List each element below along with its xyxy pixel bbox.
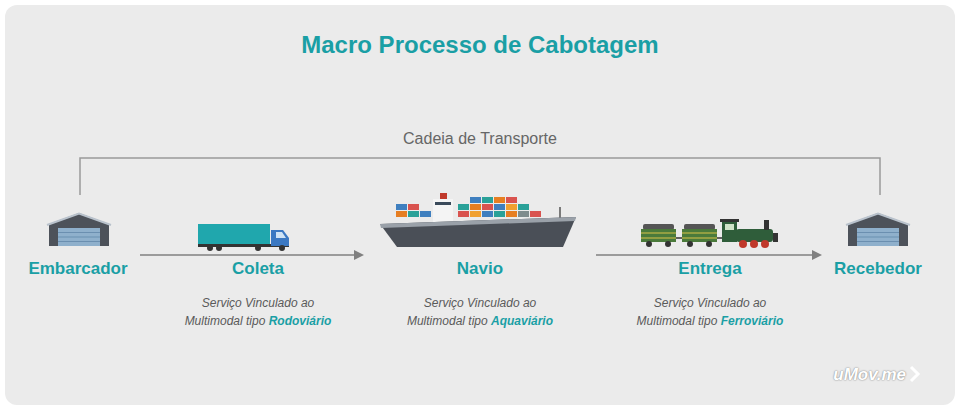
step-name: Navio (457, 258, 503, 280)
ship-icon-part (506, 204, 517, 210)
truck-icon-part (198, 224, 270, 244)
ship-icon-part (506, 197, 517, 203)
ship-icon-part (380, 217, 576, 228)
arrow-line (140, 254, 356, 256)
mode-name: Aquaviário (491, 314, 553, 328)
ship-icon (380, 193, 576, 247)
step-name: Entrega (678, 258, 741, 280)
truck-icon-part (255, 245, 261, 251)
chain-bracket (80, 158, 880, 195)
train-icon-part (641, 229, 676, 242)
ship-icon-part (470, 204, 481, 210)
ship-icon-part (559, 207, 561, 219)
ship-icon-part (494, 211, 505, 217)
ship-icon-part (435, 202, 451, 205)
train-icon-part (764, 220, 769, 230)
ship-icon-part (494, 197, 505, 203)
train-icon-part (676, 237, 722, 239)
ship-icon-part (408, 204, 419, 210)
arrow-line (596, 254, 814, 256)
chain-label: Cadeia de Transporte (403, 129, 557, 149)
ship-icon-part (518, 211, 529, 217)
train-icon-part (665, 241, 671, 247)
train-icon (641, 219, 778, 248)
warehouse-icon (846, 213, 910, 246)
flow-arrow (596, 250, 822, 260)
transport-step: EntregaServiço Vinculado ao Multimodal t… (600, 258, 820, 330)
arrow-head (812, 250, 822, 260)
train-icon-part (706, 241, 712, 247)
ship-icon-part (482, 197, 493, 203)
mode-name: Ferroviário (721, 314, 784, 328)
mode-name: Rodoviário (269, 314, 332, 328)
ship-icon-part (482, 204, 493, 210)
transport-step: ColetaServiço Vinculado ao Multimodal ti… (158, 258, 358, 330)
train-icon-part (773, 233, 778, 242)
service-note: Serviço Vinculado ao Multimodal tipoRodo… (173, 294, 343, 330)
ship-icon-part (380, 217, 576, 247)
ship-icon-part (408, 211, 419, 217)
ship-icon-part (396, 211, 407, 217)
step-name: Recebedor (834, 258, 922, 280)
diagram-title: Macro Processo de Cabotagem (0, 28, 960, 62)
truck-icon-part (279, 245, 285, 251)
truck-icon-part (276, 232, 286, 238)
train-icon-part (761, 240, 769, 248)
train-icon-part (682, 233, 717, 238)
ship-icon-part (396, 204, 407, 210)
step-name: Embarcador (28, 258, 127, 280)
ship-icon-part (530, 211, 541, 217)
endpoint: Recebedor (822, 246, 934, 280)
watermark: uMov.me (833, 364, 906, 386)
train-icon-part (722, 221, 737, 242)
train-icon-part (682, 229, 717, 242)
ship-icon-part (433, 199, 453, 224)
ship-icon-part (518, 204, 529, 210)
truck-icon (198, 224, 289, 251)
ship-icon-part (482, 211, 493, 217)
train-icon-part (739, 240, 747, 248)
truck-icon-part (271, 230, 289, 246)
ship-icon-part (470, 211, 481, 217)
train-icon-part (687, 241, 693, 247)
train-icon-part (641, 233, 676, 238)
train-icon-part (720, 219, 739, 222)
truck-icon-part (216, 245, 222, 251)
ship-icon-part (458, 211, 469, 217)
service-note: Serviço Vinculado ao Multimodal tipoFerr… (625, 294, 795, 330)
train-icon-part (646, 241, 652, 247)
transport-step: NavioServiço Vinculado ao Multimodal tip… (364, 246, 596, 330)
panel-background (5, 5, 955, 405)
ship-icon-part (470, 197, 481, 203)
step-name: Coleta (232, 258, 284, 280)
train-icon-part (750, 240, 758, 248)
train-icon-part (725, 224, 734, 230)
arrow-head (354, 250, 364, 260)
ship-icon-part (440, 193, 447, 199)
ship-icon-part (458, 204, 469, 210)
truck-icon-part (207, 245, 213, 251)
service-note: Serviço Vinculado ao Multimodal tipoAqua… (395, 294, 565, 330)
ship-icon-part (494, 204, 505, 210)
warehouse-icon (47, 213, 111, 246)
ship-icon-part (420, 211, 431, 217)
flow-arrow (140, 250, 364, 260)
brand-chevron (911, 367, 918, 381)
endpoint: Embarcador (16, 246, 140, 280)
ship-icon-part (506, 211, 517, 217)
